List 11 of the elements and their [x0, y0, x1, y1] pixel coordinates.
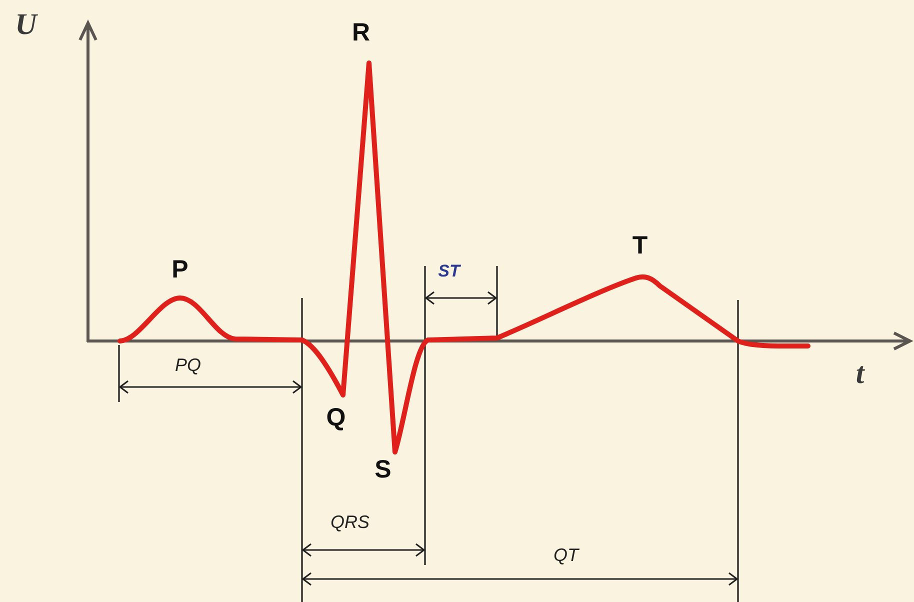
interval-label: QT — [554, 546, 578, 564]
axis-label: t — [856, 359, 864, 389]
wave-label: S — [374, 458, 392, 482]
interval-label: QRS — [330, 513, 370, 531]
wave-label: R — [352, 20, 370, 46]
wave-label: P — [172, 258, 188, 282]
interval-label: PQ — [175, 356, 201, 374]
wave-label: T — [632, 234, 648, 258]
interval-label: ST — [438, 262, 460, 280]
wave-label: Q — [326, 406, 346, 430]
axis-label: U — [15, 10, 37, 40]
